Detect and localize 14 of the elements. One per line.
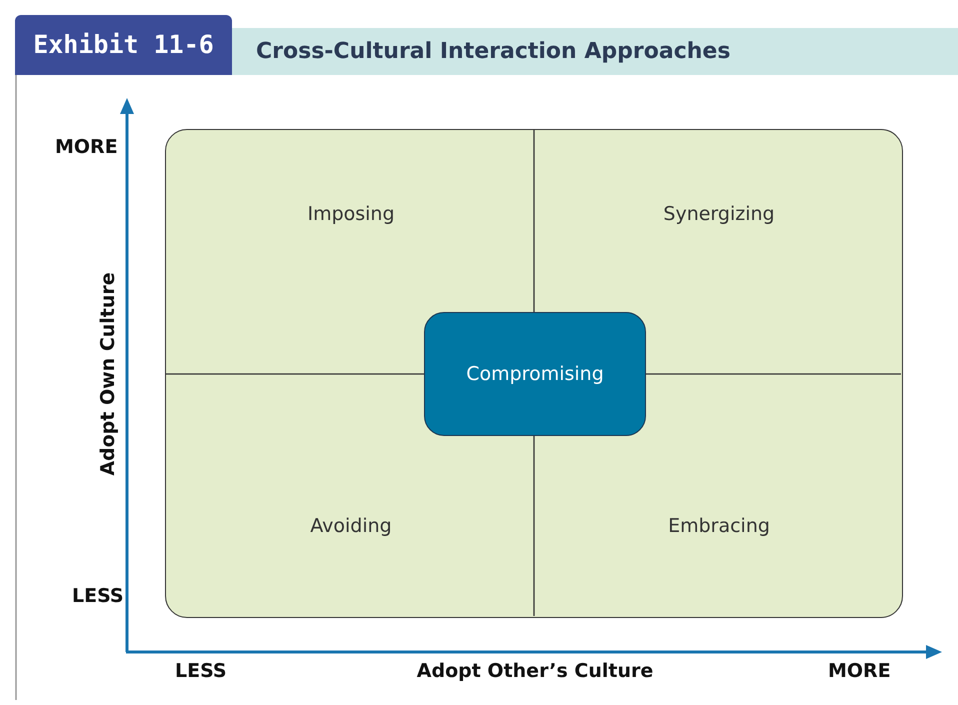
axis-title: Adopt Other’s Culture — [416, 660, 654, 682]
axis-end-label: LESS — [175, 660, 227, 682]
axis-end-label: MORE — [55, 136, 118, 158]
quadrant-label: Embracing — [668, 515, 770, 537]
center-box: Compromising — [424, 312, 646, 436]
axis-title: Adopt Own Culture — [97, 272, 119, 476]
quadrant-label: Synergizing — [663, 203, 775, 225]
axis-end-label: LESS — [72, 585, 124, 607]
title-bar: Cross-Cultural Interaction Approaches — [232, 28, 958, 75]
matrix-panel — [165, 129, 903, 618]
quadrant-label: Imposing — [307, 203, 395, 225]
quadrant-label: Avoiding — [310, 515, 392, 537]
axis-end-label: MORE — [828, 660, 891, 682]
exhibit-tab: Exhibit 11-6 — [15, 15, 232, 75]
